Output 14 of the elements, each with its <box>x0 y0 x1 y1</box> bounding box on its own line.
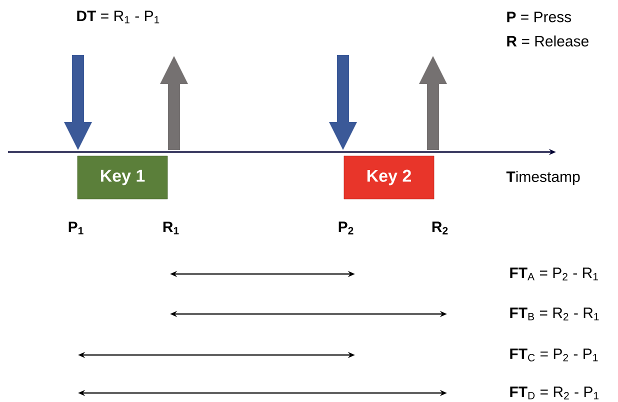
event-label: P$_{1}$ <box>68 222 84 234</box>
event-label: P$_{2}$ <box>338 222 354 234</box>
formula-label: FT$_{B}$ = R$_{2}$ - R$_{1}$ <box>510 308 599 320</box>
axis-label: Timestamp <box>506 171 580 185</box>
formula-label: FT$_{C}$ = P$_{2}$ - P$_{1}$ <box>510 348 598 362</box>
event-label: R$_{2}$ <box>432 222 448 234</box>
key-box: Key 1 <box>77 156 168 200</box>
formula-label: DT = R$_{1}$ - P$_{1}$ <box>77 10 160 24</box>
key-box: Key 2 <box>344 156 434 200</box>
formula-label: FT$_{A}$ = P$_{2}$ - R$_{1}$ <box>510 268 598 280</box>
legend-text: P = Press <box>507 12 572 22</box>
formula-label: FT$_{D}$ = R$_{2}$ - P$_{1}$ <box>510 386 599 400</box>
event-label: R$_{1}$ <box>163 222 179 234</box>
legend-text: R = Release <box>507 36 588 46</box>
